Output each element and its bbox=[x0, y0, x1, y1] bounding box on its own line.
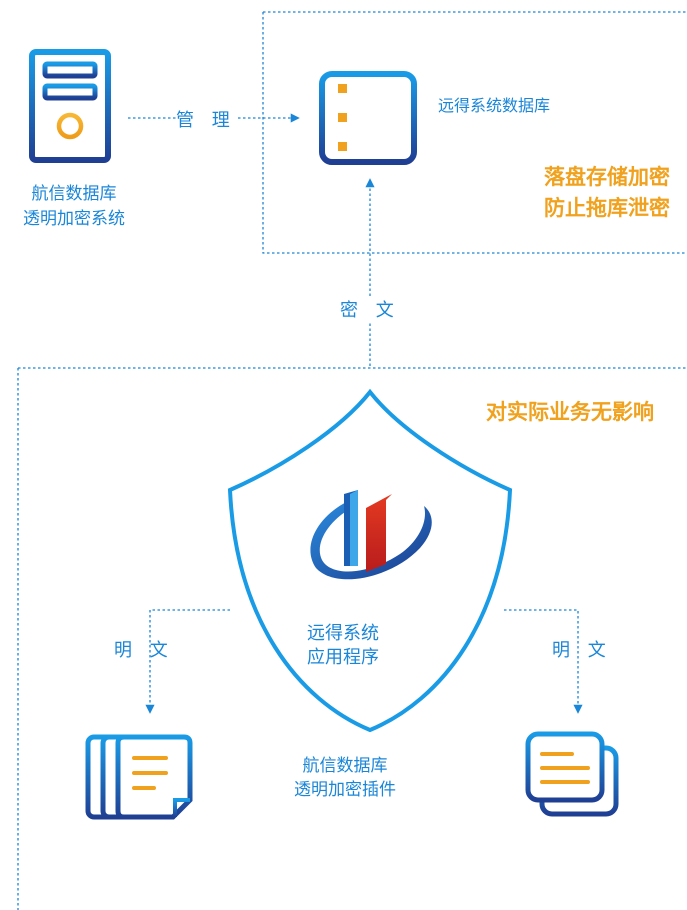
left-plaintext-arrow bbox=[145, 609, 230, 714]
database-server-icon bbox=[319, 71, 417, 165]
encryption-system-caption: 航信数据库 透明加密系统 bbox=[0, 182, 148, 232]
application-zone-border bbox=[17, 367, 687, 910]
database-label: 远得系统数据库 bbox=[438, 96, 551, 115]
storage-note-line1: 落盘存储加密 bbox=[544, 165, 670, 189]
database-zone-border bbox=[262, 11, 687, 254]
cipher-label: 密 文 bbox=[340, 296, 400, 322]
server-tower-icon bbox=[29, 49, 111, 163]
application-label: 远得系统 应用程序 bbox=[268, 622, 418, 670]
document-stack-icon bbox=[85, 734, 193, 820]
right-plaintext-arrow bbox=[504, 609, 583, 714]
business-impact-note: 对实际业务无影响 bbox=[486, 400, 654, 424]
company-logo bbox=[310, 490, 432, 580]
manage-label: 管 理 bbox=[176, 106, 236, 132]
encryption-system-caption-line2: 透明加密系统 bbox=[23, 209, 125, 229]
plugin-label-line1: 航信数据库 bbox=[302, 756, 388, 776]
encryption-system-caption-line1: 航信数据库 bbox=[31, 184, 117, 204]
document-copy-icon bbox=[525, 731, 619, 817]
application-label-line2: 应用程序 bbox=[307, 647, 379, 668]
storage-note-line2: 防止拖库泄密 bbox=[544, 196, 670, 220]
left-plaintext-label: 明 文 bbox=[114, 640, 174, 661]
plugin-label: 航信数据库 透明加密插件 bbox=[270, 754, 420, 802]
plugin-label-line2: 透明加密插件 bbox=[294, 780, 396, 800]
storage-encryption-note: 落盘存储加密 防止拖库泄密 bbox=[470, 162, 670, 224]
application-label-line1: 远得系统 bbox=[307, 623, 379, 644]
right-plaintext-label: 明 文 bbox=[552, 640, 612, 661]
